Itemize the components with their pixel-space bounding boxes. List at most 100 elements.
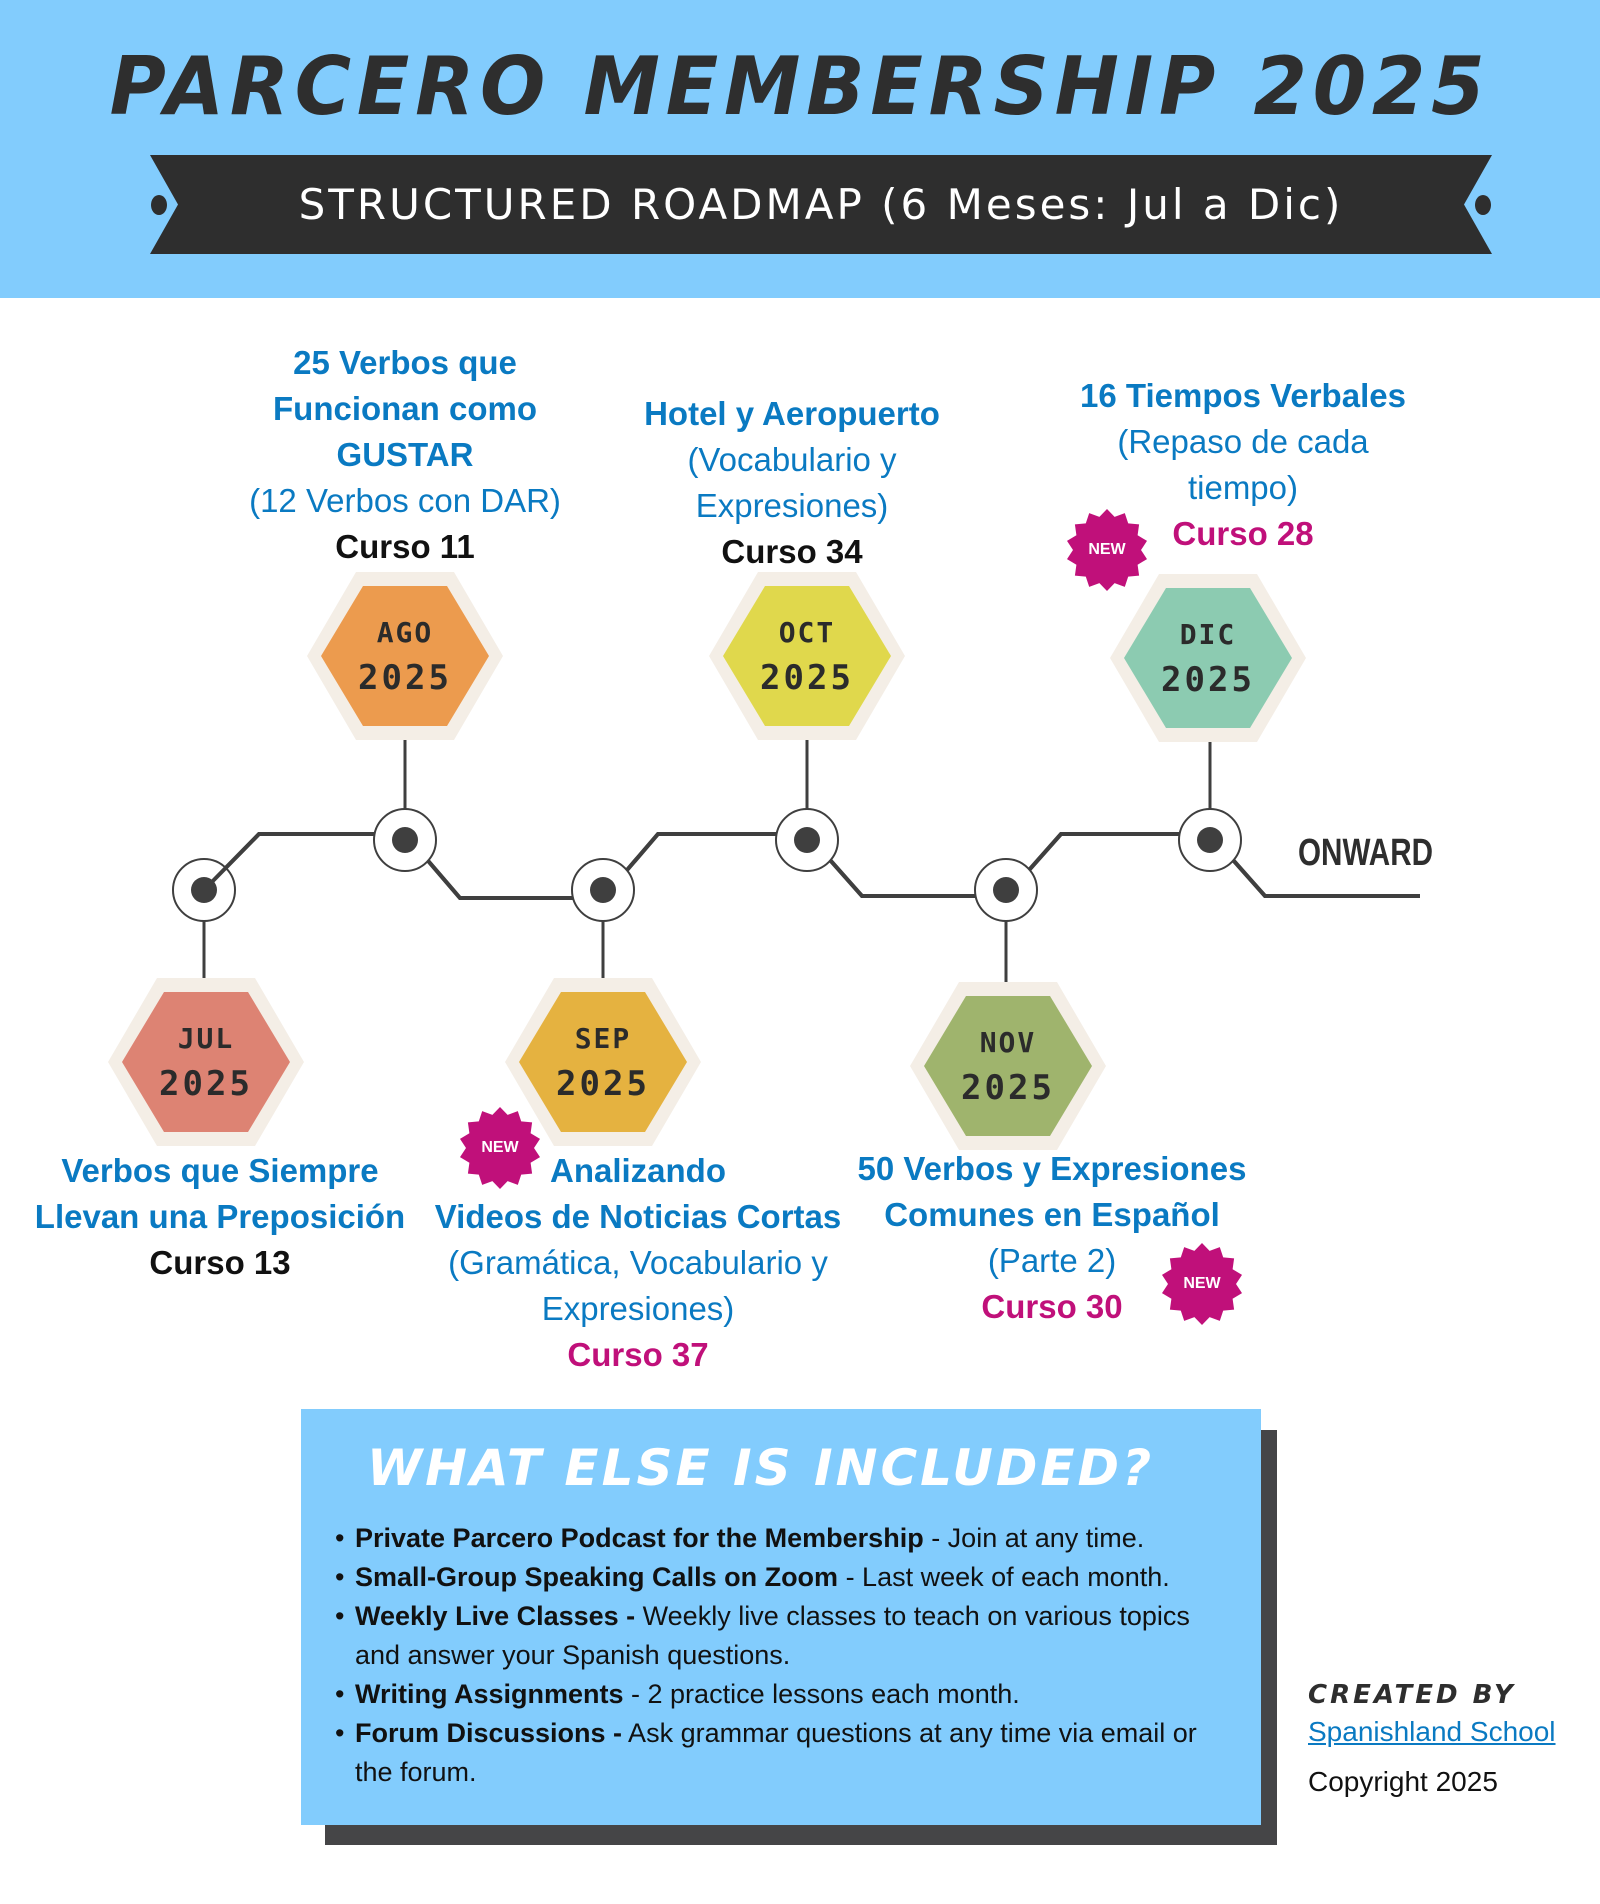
hexagon-shape [108, 978, 304, 1146]
banner-ribbon-shape [150, 155, 1492, 254]
banner-left-dot [151, 195, 167, 215]
month-hexagon-sep: SEP 2025 [505, 978, 701, 1146]
starburst-icon [1067, 509, 1147, 591]
timeline-line-overlay [202, 832, 1420, 900]
new-badge: NEW [458, 1106, 542, 1190]
included-item-label: Forum Discussions - [355, 1718, 623, 1748]
course-subtitle-line: (12 Verbos con DAR) [249, 482, 561, 519]
onward-label: ONWARD [1298, 832, 1434, 874]
timeline-node-ring-sep [571, 858, 635, 922]
hex-month-label: JUL [177, 1022, 235, 1055]
banner-right-dot [1475, 195, 1491, 215]
new-badge: NEW [1065, 508, 1149, 592]
timeline-node-dot-sep [590, 877, 616, 903]
hexagon-shape [505, 978, 701, 1146]
course-title-line: 50 Verbos y Expresiones [857, 1150, 1247, 1187]
month-hexagon-ago: AGO 2025 [307, 572, 503, 740]
new-badge-label: NEW [1183, 1275, 1221, 1292]
course-number: Curso 13 [149, 1244, 291, 1281]
hex-year-label: 2025 [358, 658, 452, 698]
timeline-node-dot-nov [993, 877, 1019, 903]
page-title: PARCERO MEMBERSHIP 2025 [109, 40, 1491, 133]
included-item-text: Weekly live classes to teach on various … [355, 1601, 1190, 1670]
course-title-line: Videos de Noticias Cortas [434, 1198, 842, 1235]
header: PARCERO MEMBERSHIP 2025 STRUCTURED ROADM… [0, 0, 1600, 298]
timeline-node-dot-dic [1197, 827, 1223, 853]
included-item-label: Writing Assignments [355, 1679, 624, 1709]
included-list: Private Parcero Podcast for the Membersh… [335, 1519, 1235, 1792]
course-subtitle-line: (Repaso de cada [1117, 423, 1369, 460]
timeline-node-ring-nov [974, 858, 1038, 922]
timeline-node-ring-oct [775, 808, 839, 872]
included-item-text: - Join at any time. [923, 1523, 1145, 1553]
hexagon-shape [307, 572, 503, 740]
included-item: Forum Discussions - Ask grammar question… [335, 1714, 1235, 1792]
course-number: Curso 28 [1172, 515, 1314, 552]
hex-year-label: 2025 [159, 1064, 253, 1104]
course-subtitle-line: (Parte 2) [987, 1242, 1117, 1279]
hex-month-label: OCT [778, 616, 836, 649]
timeline-node-ring-dic [1178, 808, 1242, 872]
included-item-text: Ask grammar questions at any time via em… [355, 1718, 1197, 1787]
new-badge-label: NEW [1088, 541, 1126, 558]
course-title-line: Comunes en Español [884, 1196, 1220, 1233]
course-title-line: Llevan una Preposición [34, 1198, 406, 1235]
course-subtitle-line: (Vocabulario y [687, 441, 897, 478]
hex-month-label: SEP [574, 1022, 632, 1055]
included-item: Weekly Live Classes - Weekly live classe… [335, 1597, 1235, 1675]
course-title-line: Verbos que Siempre [61, 1152, 379, 1189]
hex-month-label: AGO [376, 616, 434, 649]
month-hexagon-dic: DIC 2025 [1110, 574, 1306, 742]
course-subtitle-line: (Gramática, Vocabulario y [448, 1244, 828, 1281]
credits: CREATED BY Spanishland School Copyright … [1308, 1680, 1556, 1798]
new-badge-label: NEW [481, 1139, 519, 1156]
included-item-label: Private Parcero Podcast for the Membersh… [355, 1523, 924, 1553]
course-block-oct: Hotel y Aeropuerto (Vocabulario y Expresio… [492, 391, 1092, 575]
hex-month-label: DIC [1179, 618, 1237, 651]
included-item-label: Weekly Live Classes - [355, 1601, 636, 1631]
starburst-icon [1162, 1243, 1242, 1325]
timeline-node-dot-oct [794, 827, 820, 853]
timeline-node-dot-jul [191, 877, 217, 903]
included-box: WHAT ELSE IS INCLUDED? Private Parcero P… [301, 1409, 1261, 1825]
course-title-line: 16 Tiempos Verbales [1080, 377, 1406, 414]
course-title-line: 25 Verbos que [293, 344, 517, 381]
course-number: Curso 11 [335, 528, 475, 565]
timeline-node-ring-jul [172, 858, 236, 922]
course-number: Curso 37 [567, 1336, 709, 1373]
hex-year-label: 2025 [1161, 660, 1255, 700]
course-block-dic: 16 Tiempos Verbales (Repaso de cada tiempo… [943, 373, 1543, 557]
spanishland-school-link[interactable]: Spanishland School [1308, 1716, 1556, 1747]
timeline-line [202, 832, 1420, 900]
subtitle: STRUCTURED ROADMAP (6 Meses: Jul a Dic) [298, 180, 1344, 229]
course-number: Curso 34 [721, 533, 863, 570]
course-title-line: Analizando [549, 1152, 726, 1189]
copyright: Copyright 2025 [1308, 1766, 1498, 1797]
course-subtitle-line: Expresiones) [541, 1290, 735, 1327]
included-item: Private Parcero Podcast for the Membersh… [335, 1519, 1235, 1558]
course-number: Curso 30 [981, 1288, 1123, 1325]
starburst-icon [460, 1107, 540, 1189]
included-item-text: - Last week of each month. [838, 1562, 1170, 1592]
month-hexagon-nov: NOV 2025 [910, 982, 1106, 1150]
created-by-label: CREATED BY [1308, 1680, 1516, 1710]
subtitle-banner: STRUCTURED ROADMAP (6 Meses: Jul a Dic) [150, 155, 1492, 254]
included-title: WHAT ELSE IS INCLUDED? [367, 1439, 1155, 1497]
course-title-line: Hotel y Aeropuerto [644, 395, 940, 432]
included-item: Small-Group Speaking Calls on Zoom - Las… [335, 1558, 1235, 1597]
course-subtitle-line: Expresiones) [695, 487, 889, 524]
course-title-line: Funcionan como [273, 390, 537, 427]
course-subtitle-line: tiempo) [1187, 469, 1299, 506]
included-item-label: Small-Group Speaking Calls on Zoom [355, 1562, 839, 1592]
month-hexagon-oct: OCT 2025 [709, 572, 905, 740]
hex-year-label: 2025 [961, 1068, 1055, 1108]
timeline-node-dot-ago [392, 827, 418, 853]
hexagon-shape [709, 572, 905, 740]
hex-month-label: NOV [979, 1026, 1037, 1059]
hex-year-label: 2025 [556, 1064, 650, 1104]
new-badge: NEW [1160, 1242, 1244, 1326]
